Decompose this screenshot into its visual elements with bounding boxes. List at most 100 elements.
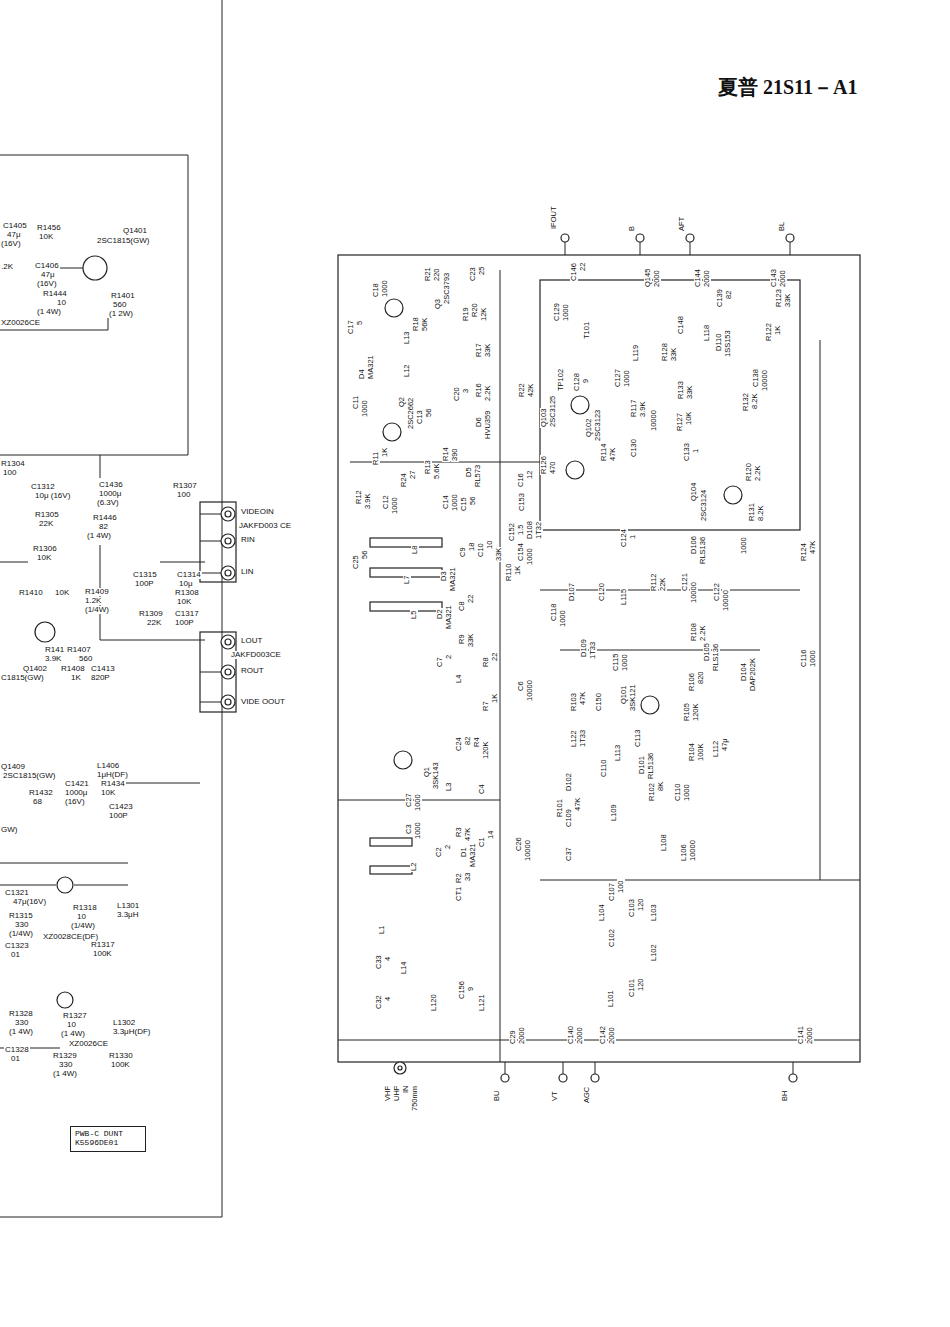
component-label: 3SK121	[629, 683, 637, 712]
component-label: C1314	[176, 571, 202, 579]
component-label: 390	[451, 447, 459, 462]
component-label: RL5136	[647, 752, 655, 780]
component-label: C1312	[30, 483, 56, 491]
component-label: C110	[600, 759, 608, 778]
component-label: C110	[674, 783, 682, 802]
component-label: D107	[568, 582, 576, 602]
component-label: C139	[716, 288, 724, 308]
component-symbol	[225, 639, 231, 645]
component-label: (16V)	[0, 240, 22, 248]
component-label: R131	[748, 502, 756, 522]
component-label: C1405	[2, 222, 28, 230]
component-label: C29	[509, 1029, 517, 1045]
component-label: 100	[617, 879, 625, 894]
component-label: L12	[403, 363, 411, 378]
component-label: R124	[800, 542, 808, 562]
component-label: 10μ (16V)	[34, 492, 71, 500]
component-label: R114	[600, 443, 608, 462]
component-label: 2000	[576, 1026, 584, 1045]
component-label: R1456	[36, 224, 62, 232]
component-label: 1000	[526, 547, 534, 566]
wire	[505, 1062, 506, 1074]
wire	[563, 1062, 564, 1074]
component-label: C6	[517, 680, 525, 692]
component-label: 100	[176, 491, 191, 499]
component-label: C1413	[90, 665, 116, 673]
component-label: 10μ	[178, 580, 194, 588]
component-label: 33K	[686, 385, 694, 400]
wire	[100, 455, 101, 478]
component-symbol	[221, 534, 235, 548]
component-label: R1327	[62, 1012, 88, 1020]
component-label: L102	[650, 943, 658, 962]
component-label: Q102	[585, 418, 593, 438]
board-outline	[370, 602, 442, 611]
component-label: 1.5	[517, 524, 525, 536]
component-label: C144	[694, 268, 702, 288]
component-label: 2SC2662	[407, 397, 415, 430]
component-label: 2SC3123	[594, 409, 602, 442]
component-label: 750mm	[411, 1085, 419, 1112]
component-label: L109	[610, 803, 618, 822]
component-label: 820	[697, 670, 705, 685]
component-label: RL573	[474, 464, 482, 488]
component-symbol	[83, 256, 107, 280]
component-symbol	[221, 566, 235, 580]
component-label: Q2	[398, 396, 406, 408]
component-label: 22K	[38, 520, 54, 528]
component-label: BH	[781, 1090, 789, 1102]
component-label: R24	[400, 472, 408, 488]
component-label: C143	[770, 268, 778, 288]
component-label: (1 4W)	[36, 308, 62, 316]
component-label: 8K	[657, 781, 665, 792]
component-label: L1	[378, 925, 386, 935]
wire	[74, 885, 128, 886]
component-label: 47K	[579, 691, 587, 706]
component-label: L4	[455, 674, 463, 684]
component-label: GW)	[0, 826, 18, 834]
component-label: R7	[482, 700, 490, 712]
component-label: MA321	[445, 604, 453, 630]
component-label: 56	[469, 496, 477, 506]
component-label: BL	[778, 221, 786, 232]
component-label: R127	[676, 412, 684, 432]
component-symbol	[221, 507, 235, 521]
component-label: C1328	[4, 1046, 30, 1054]
component-label: 10K	[36, 554, 52, 562]
component-label: R1409	[84, 588, 110, 596]
component-symbol	[394, 751, 412, 769]
component-label: 1000	[683, 783, 691, 802]
component-label: 1000	[381, 279, 389, 298]
component-label: 1000	[414, 821, 422, 840]
wire	[500, 270, 501, 1062]
component-label: R17	[475, 342, 483, 358]
board-outline	[338, 255, 860, 1062]
component-label: D4	[358, 368, 366, 380]
component-label: R132	[742, 392, 750, 412]
component-symbol	[591, 1074, 599, 1082]
component-label: 100K	[92, 950, 113, 958]
wire	[690, 242, 691, 255]
component-label: LIN	[240, 568, 254, 576]
component-label: 33K	[670, 347, 678, 362]
component-label: DAP202K	[749, 657, 757, 692]
component-label: L108	[660, 833, 668, 852]
component-label: 33	[464, 872, 472, 882]
wire	[160, 562, 205, 563]
wire	[108, 318, 109, 330]
component-label: L3	[445, 782, 453, 792]
component-label: 47K	[464, 827, 472, 842]
component-label: 1000	[559, 609, 567, 628]
component-label: (1/4W)	[8, 930, 34, 938]
component-label: 2000	[608, 1026, 616, 1045]
wire	[200, 702, 221, 703]
component-label: 10000	[761, 369, 769, 392]
component-label: Q1401	[122, 227, 148, 235]
wire	[820, 340, 821, 880]
component-label: R141	[44, 646, 65, 654]
component-label: R120	[745, 462, 753, 482]
component-label: R3	[455, 826, 463, 838]
component-label: R13	[424, 459, 432, 475]
component-label: 10	[486, 540, 494, 550]
component-label: R21	[424, 266, 432, 282]
